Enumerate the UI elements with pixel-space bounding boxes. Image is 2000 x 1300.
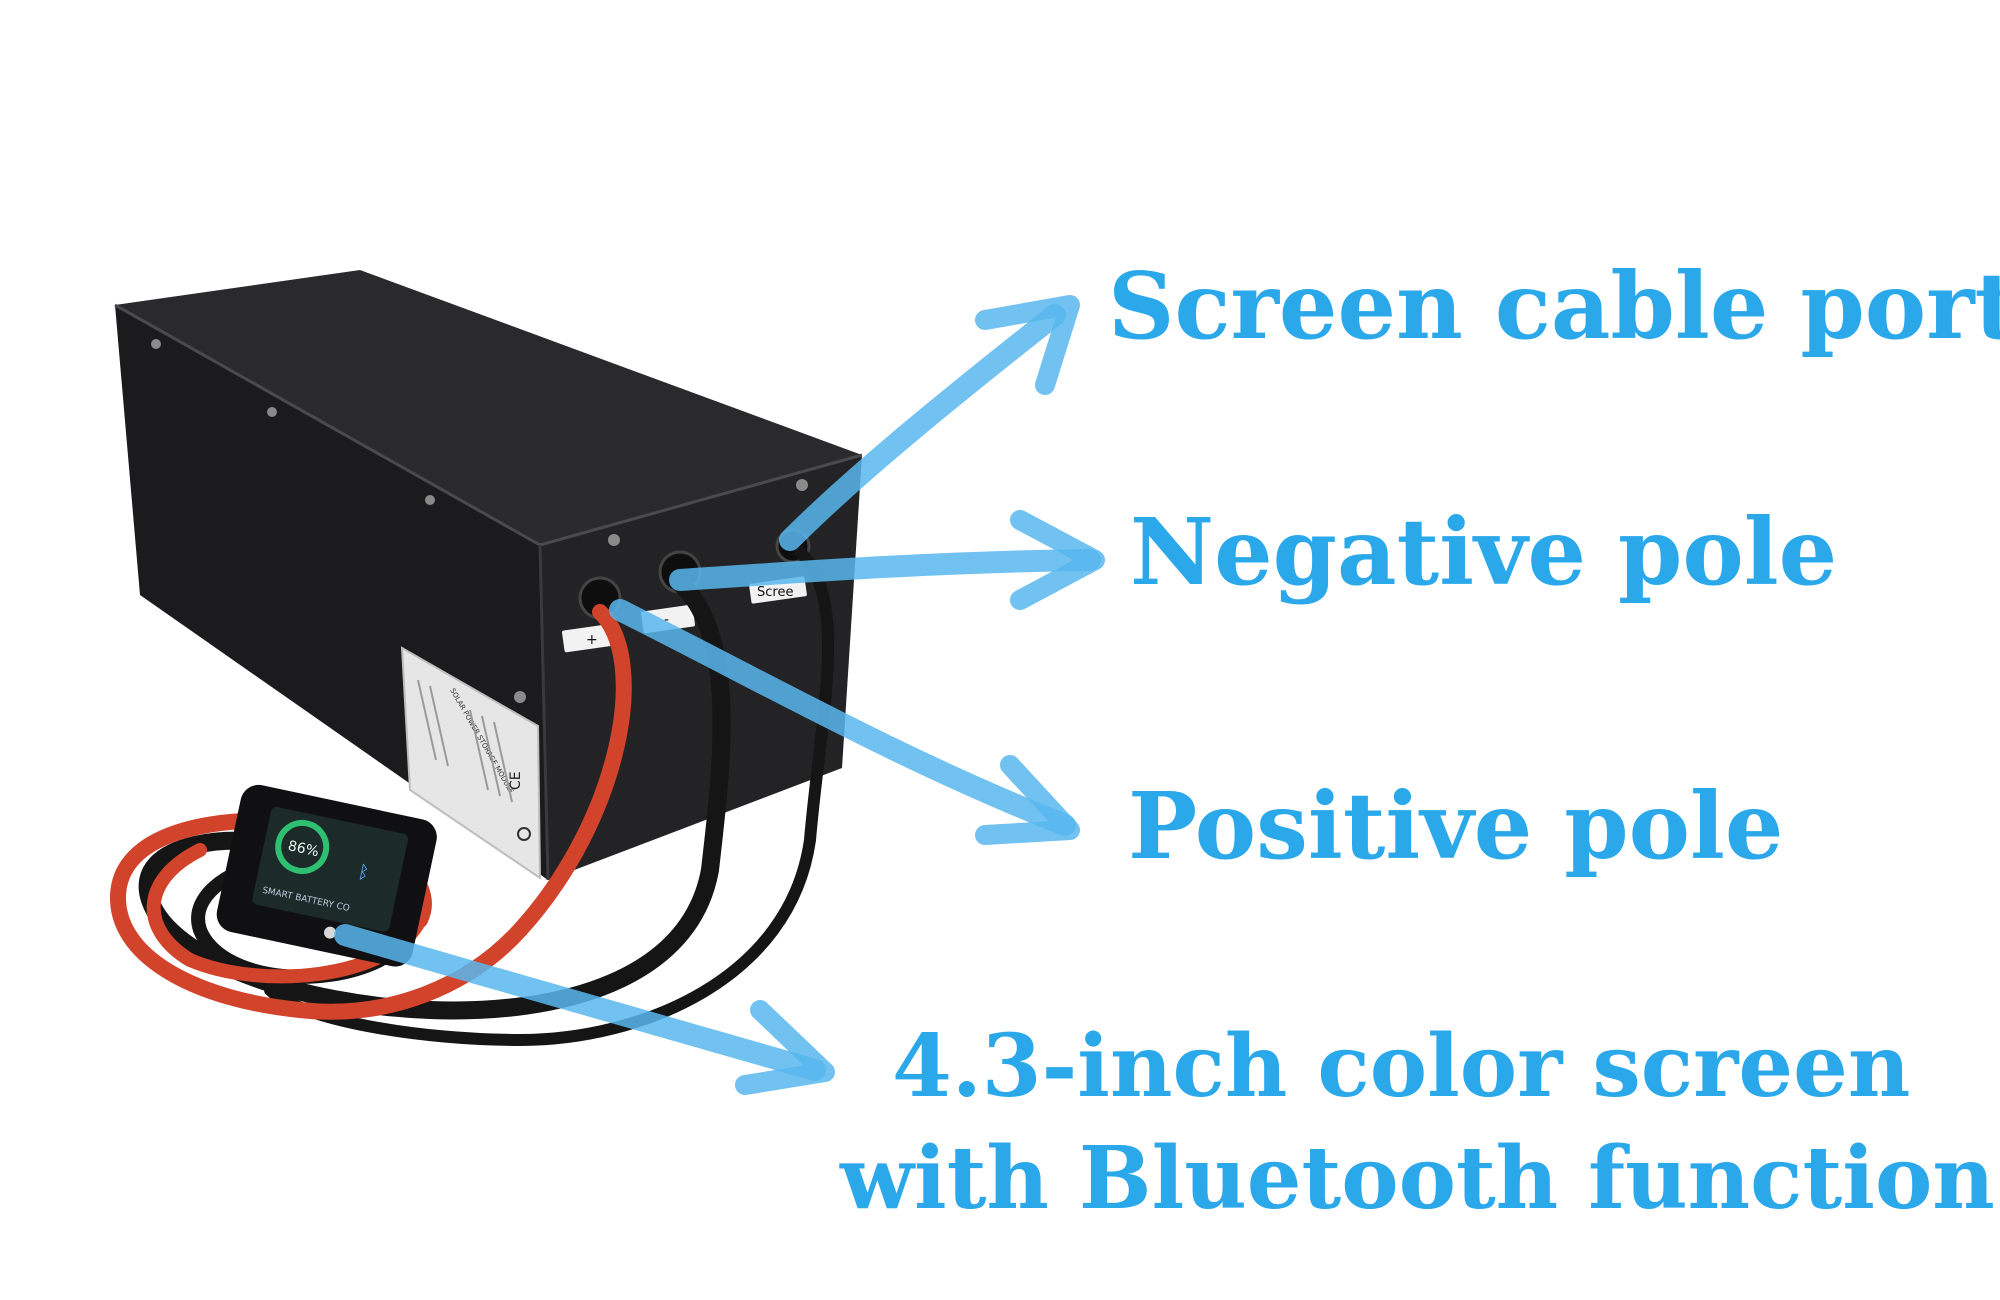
arrow-positive-head xyxy=(975,755,1080,845)
recycle-icon xyxy=(517,827,531,841)
display-button xyxy=(324,926,337,939)
screw xyxy=(425,495,435,505)
display-percent: 86% xyxy=(286,838,320,860)
black-screen-cable xyxy=(264,546,835,1047)
screw xyxy=(608,534,620,546)
screw xyxy=(151,339,161,349)
positive-terminal-tag-text: + xyxy=(586,632,598,648)
battery-vertical-edge xyxy=(538,544,550,881)
arrow-negative xyxy=(669,549,1101,591)
arrow-negative-head xyxy=(1010,510,1105,610)
screw xyxy=(514,691,526,703)
display-screen xyxy=(252,806,408,932)
screw xyxy=(267,407,277,417)
negative-pole-label: Negative pole xyxy=(1130,498,1837,606)
callout-arrows xyxy=(334,295,1105,1095)
battery-top-face xyxy=(115,270,862,545)
display-ring-gauge xyxy=(275,819,330,874)
screen-cable-port-label: Screen cable port xyxy=(1108,252,2000,360)
arrow-positive xyxy=(609,599,1076,836)
screw xyxy=(796,479,808,491)
color-screen-label-line1: 4.3-inch color screen xyxy=(892,1016,1910,1117)
display-unit: 86% SMART BATTERY CO ᛒ xyxy=(216,784,437,967)
positive-pole-label: Positive pole xyxy=(1128,772,1783,880)
arrow-screen-port-head xyxy=(975,295,1080,395)
arrow-screen-port xyxy=(779,304,1066,551)
positive-terminal-tag xyxy=(561,623,617,653)
battery-box: SOLAR POWER STORAGE MODULE CE + - Scree xyxy=(114,270,863,881)
spec-label-lines xyxy=(417,679,513,803)
color-screen-label-line2: with Bluetooth function xyxy=(839,1128,1995,1229)
ce-mark-icon: CE xyxy=(508,771,524,790)
negative-terminal-tag-text: - xyxy=(664,612,669,628)
callout-labels: Screen cable port Negative pole Positive… xyxy=(839,252,2000,1229)
screen-port-tag-text: Scree xyxy=(757,585,793,600)
arrow-display-head xyxy=(735,1000,835,1095)
black-negative-cable xyxy=(138,576,731,1020)
bluetooth-icon: ᛒ xyxy=(356,861,371,884)
arrow-display xyxy=(334,924,826,1081)
battery-end-face xyxy=(540,455,862,880)
